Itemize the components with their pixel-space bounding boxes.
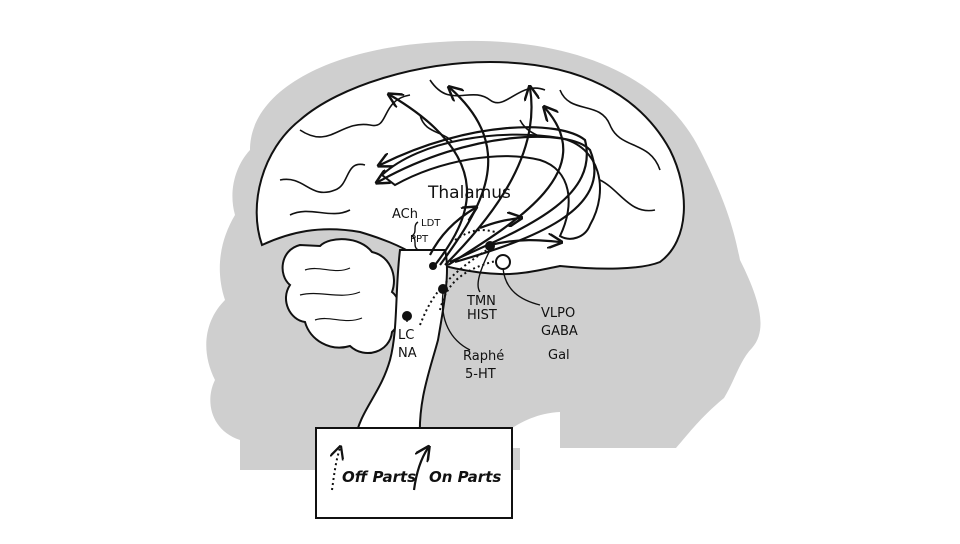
lc-label: LC (398, 328, 414, 343)
ldt-ppt-nucleus-dot (429, 262, 437, 270)
vlpo-nucleus-open (496, 255, 510, 269)
gaba-label: GABA (541, 324, 578, 339)
tmn-label: TMN (466, 294, 496, 309)
gal-label: Gal (548, 348, 570, 363)
raphe-nucleus-dot (438, 284, 448, 294)
legend-on-text: On Parts (429, 468, 501, 486)
raphe-label: Raphé (463, 349, 504, 364)
ppt-label: PPT (410, 234, 429, 245)
hist-label: HIST (467, 308, 497, 323)
legend-off-text: Off Parts (342, 468, 416, 486)
na-label: NA (398, 346, 417, 361)
vlpo-label: VLPO (541, 306, 575, 321)
tmn-nucleus-dot (485, 241, 495, 251)
serotonin-label: 5-HT (465, 367, 496, 382)
lc-nucleus-dot (402, 311, 412, 321)
thalamus-label: Thalamus (427, 183, 511, 203)
ach-label: ACh (392, 207, 418, 222)
ldt-label: LDT (421, 218, 441, 229)
legend-box: Off Parts On Parts (316, 428, 512, 518)
